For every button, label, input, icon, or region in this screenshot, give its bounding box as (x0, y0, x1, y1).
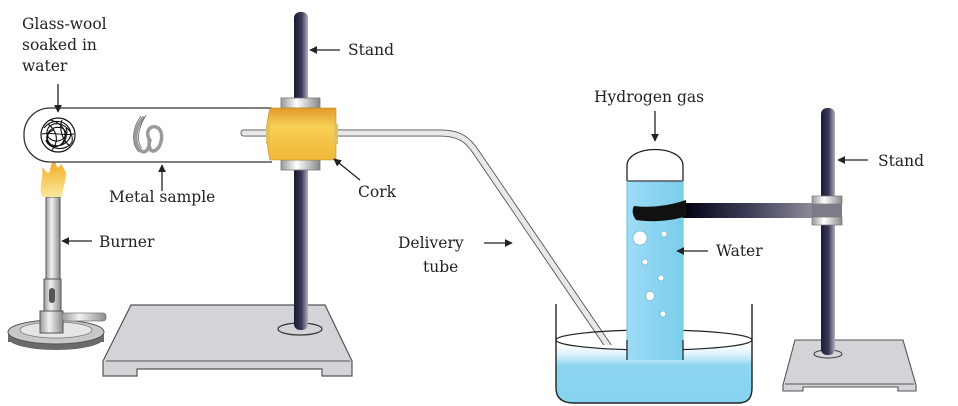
left-stand (102, 12, 353, 377)
label-stand-right: Stand (878, 152, 924, 170)
glass-wool (40, 117, 76, 153)
left-stand-base (102, 304, 353, 377)
bunsen-burner (7, 158, 107, 350)
label-delivery-1: Delivery (398, 234, 464, 252)
label-burner: Burner (99, 233, 155, 251)
label-metal-sample: Metal sample (109, 188, 215, 206)
left-clamp-top (280, 97, 321, 109)
label-cork: Cork (358, 183, 397, 201)
flame-icon (40, 158, 66, 197)
left-clamp-bottom (280, 159, 321, 171)
right-stand-base (782, 339, 917, 392)
gas-jar-tube (626, 148, 684, 360)
label-water: Water (716, 242, 763, 260)
label-glass-wool-3: water (22, 57, 68, 75)
metal-sample (134, 116, 164, 154)
right-stand-rod (821, 108, 835, 355)
left-stand-rod (294, 12, 308, 330)
arrow-cork (333, 158, 361, 181)
burner-barrel (45, 196, 61, 280)
cork (266, 107, 338, 161)
label-hydrogen-gas: Hydrogen gas (594, 88, 704, 106)
label-stand-left: Stand (348, 41, 394, 59)
labels: Glass-wool soaked in water Metal sample … (22, 15, 924, 276)
right-clamp-arm (632, 195, 843, 226)
label-arrows (54, 46, 868, 255)
gas-bubbles (632, 230, 668, 318)
label-glass-wool-1: Glass-wool (22, 15, 107, 33)
label-delivery-2: tube (423, 258, 458, 276)
right-stand (782, 108, 917, 392)
label-glass-wool-2: soaked in (22, 36, 97, 54)
